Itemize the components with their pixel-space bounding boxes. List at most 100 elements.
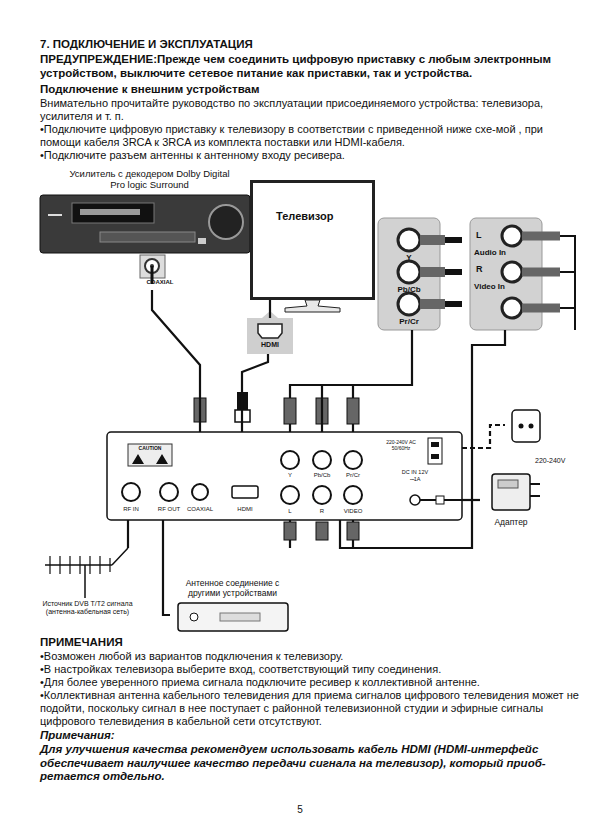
power-adapter-part (498, 480, 518, 488)
document-text: ПРИМЕЧАНИЯ (40, 636, 585, 650)
receiver-label: Pr/Cr (338, 472, 368, 479)
audio-video-inputs-label: L (476, 230, 490, 241)
receiver-rear-panel-part (344, 451, 362, 469)
document-text: •Подключите разъем антенны к антенному в… (40, 149, 585, 162)
document-text: Внимательно прочитайте руководство по эк… (40, 97, 585, 123)
amplifier: Усилитель с декодером Dolby Digital Pro … (40, 168, 255, 290)
receiver-rear-panel-part (122, 483, 140, 501)
receiver-rear-panel-part (281, 451, 299, 469)
receiver-rear-panel-part (313, 451, 331, 469)
amplifier-label: COAXIAL (130, 279, 190, 286)
component-input-panel (378, 218, 462, 330)
receiver-rear-panel (107, 432, 462, 520)
component-input-panel-part (398, 293, 420, 315)
cable-connector (269, 300, 271, 318)
receiver-label: R (312, 508, 332, 515)
wall-outlet-part (529, 424, 534, 429)
antenna (45, 548, 128, 598)
antenna-source: Источник DVB T/T2 сигнала (антенна-кабел… (35, 548, 141, 628)
antenna-part (50, 556, 110, 574)
component-inputs-label: Pb/Cb (378, 285, 440, 295)
document-text: ПРЕДУПРЕЖДЕНИЕ:Прежде чем соединить цифр… (40, 53, 585, 80)
rca-cables-part (284, 522, 296, 540)
component-inputs: Y Pb/CbPr/Cr (378, 218, 441, 330)
component-input-panel-part (420, 240, 462, 304)
power-adapter-part (492, 474, 530, 510)
document-text: •Для более уверенного приема сигнала под… (40, 676, 585, 689)
component-inputs-label: Y (378, 253, 440, 263)
rca-cables-part (347, 398, 359, 424)
receiver-label: 220-240V AC 50/60Hz (377, 439, 425, 451)
receiver-label: CAUTION (128, 445, 172, 451)
other-device-part (178, 603, 288, 631)
document-text: Примечания: (40, 729, 585, 743)
wall-outlet-part (512, 410, 540, 442)
receiver-label: COAXIAL (180, 506, 220, 513)
document-text: •Подключите цифровую приставку к телевиз… (40, 123, 585, 149)
rca-cables-part (290, 520, 353, 548)
power-adapter-part (530, 484, 540, 496)
amplifier-label: Усилитель с декодером Dolby Digital Pro … (62, 168, 237, 191)
receiver-label: Y (280, 472, 300, 479)
hdmi-badge-part (258, 324, 282, 338)
other-device-part (220, 613, 260, 621)
cable-connector (462, 499, 480, 501)
receiver-label: RF IN (112, 506, 150, 513)
audio-input-panel-part (522, 236, 560, 308)
amplifier-device-part (100, 232, 195, 242)
hdmi-badge-part (247, 318, 293, 354)
amplifier-device (40, 195, 250, 284)
rca-cables-part (347, 522, 359, 540)
receiver-rear-panel-part (232, 486, 258, 498)
receiver-rear-panel-part (160, 483, 178, 501)
cable-connector (340, 330, 505, 548)
amplifier-device-part (40, 195, 250, 253)
hdmi-badge-label: HDMI (247, 341, 293, 349)
rca-cables-part (284, 398, 296, 424)
cable-connector (322, 330, 412, 432)
hdmi-badge: HDMI (247, 318, 294, 354)
antenna-part (45, 548, 128, 598)
adapter: Адаптер (480, 470, 542, 532)
audio-video-inputs: LAudio InRVideo In (470, 218, 542, 330)
receiver: CAUTIONRF INRF OUTCOAXIALHDMIYPb/CbPr/Cr… (107, 432, 462, 520)
receiver-rear-panel-part (281, 486, 299, 504)
receiver-rear-panel-part (436, 496, 444, 504)
power-outlet-label: 220-240V (535, 457, 587, 465)
amplifier-device-part (198, 238, 206, 244)
cable-connector (462, 425, 505, 448)
receiver-rear-panel-part (132, 454, 168, 464)
cable-connector (242, 354, 268, 432)
section-title: 7. ПОДКЛЮЧЕНИЕ И ЭКСПЛУАТАЦИЯ (40, 38, 585, 52)
receiver-label: VIDEO (335, 508, 371, 515)
document-text: •Возможен любой из вариантов подключения… (40, 650, 585, 663)
power-outlet: 220-240V (505, 405, 590, 470)
document-text: •В настройках телевизора выберите вход, … (40, 663, 585, 676)
audio-video-inputs-label: Video In (474, 282, 534, 292)
receiver-rear-panel-part (313, 486, 331, 504)
amplifier-device-part (48, 214, 62, 216)
receiver-rear-panel-part (192, 484, 208, 500)
receiver-label: L (280, 508, 300, 515)
amplifier-device-part (209, 205, 243, 239)
wall-outlet-part (519, 424, 524, 429)
audio-input-panel-part (502, 226, 522, 246)
receiver-rear-panel-part (431, 442, 439, 447)
component-input-panel-part (398, 229, 420, 251)
receiver-label: DC IN 12V ⎓1A (396, 469, 434, 482)
audio-video-inputs-label: R (476, 264, 490, 275)
antenna-source-label: Источник DVB T/T2 сигнала (антенна-кабел… (35, 600, 140, 617)
cable-connector (152, 290, 200, 432)
other-device-part (190, 613, 198, 621)
receiver-label: Pb/Cb (307, 472, 337, 479)
audio-input-panel-part (502, 262, 522, 282)
document-text: 5 (290, 804, 310, 816)
component-inputs-label: Pr/Cr (378, 317, 440, 327)
television-label: Телевизор (276, 210, 366, 223)
receiver-rear-panel-part (344, 486, 362, 504)
adapter-label: Адаптер (481, 517, 541, 527)
document-text: •Коллективная антенна кабельного телевид… (40, 689, 585, 728)
component-input-panel-part (398, 261, 420, 283)
document-text: Подключение к внешним устройствам (40, 83, 585, 97)
other-devices: Антенное соединение с другими устройства… (170, 578, 296, 638)
